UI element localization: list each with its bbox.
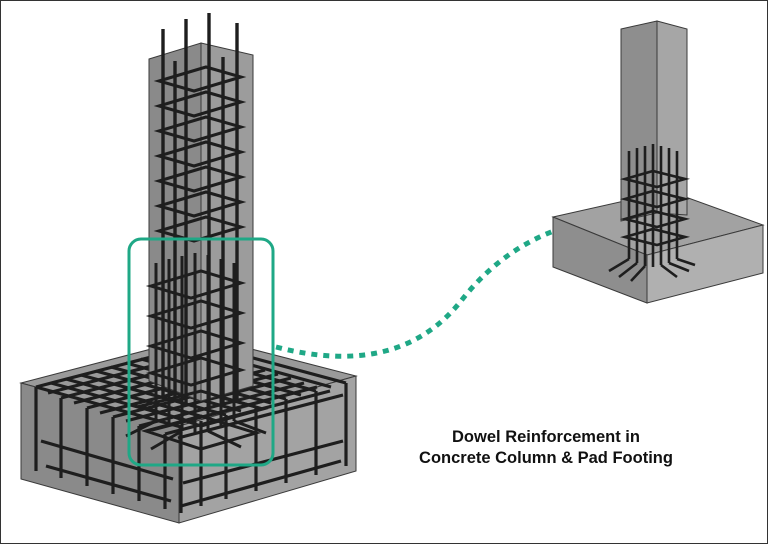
detail-footing-right-face (646, 224, 764, 304)
caption-line-2: Concrete Column & Pad Footing (419, 449, 673, 467)
detail-footing-assembly (551, 20, 765, 304)
dowel-bars (125, 253, 269, 451)
detail-dowel-bars (608, 144, 696, 282)
diagram-caption: Dowel Reinforcement in Concrete Column &… (396, 427, 696, 469)
connector-arrow-path (275, 216, 598, 359)
caption-line-1: Dowel Reinforcement in (452, 428, 640, 446)
large-footing-assembly (19, 13, 358, 524)
highlight-box (127, 237, 275, 467)
detail-column-right-face (656, 20, 688, 216)
